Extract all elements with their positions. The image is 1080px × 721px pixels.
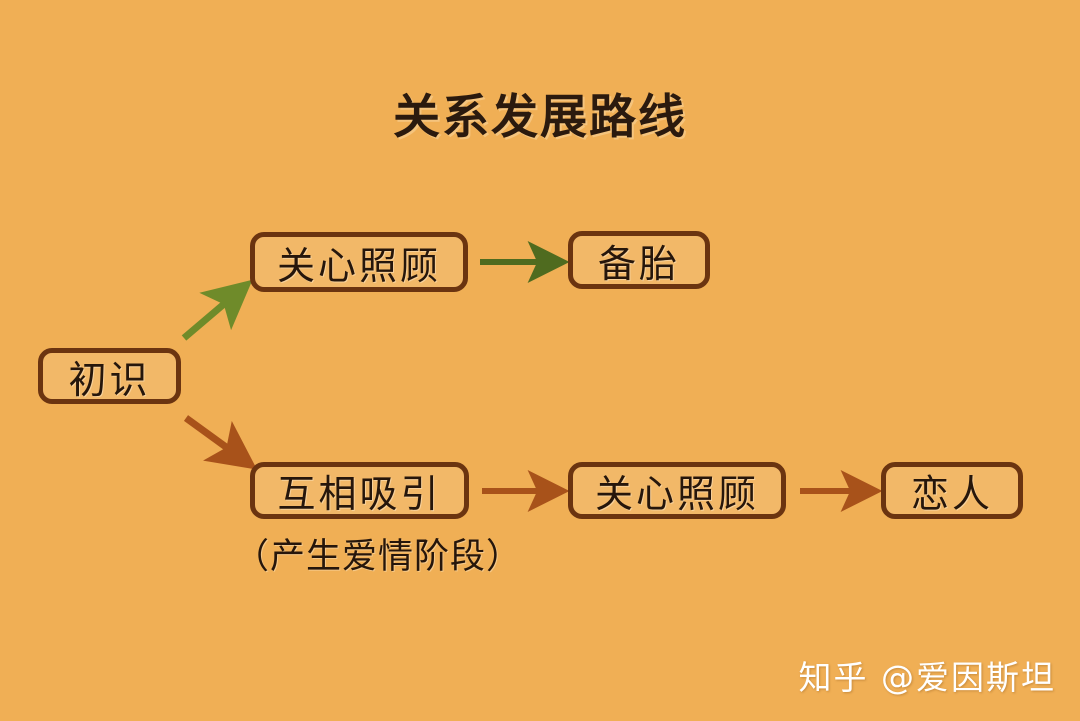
watermark: 知乎 @爱因斯坦 xyxy=(798,658,1056,697)
node-beitai[interactable]: 备胎 xyxy=(568,231,710,289)
arrow-chushi-to-care-top xyxy=(181,279,253,341)
node-chushi[interactable]: 初识 xyxy=(38,348,181,404)
node-attract[interactable]: 互相吸引 xyxy=(250,462,469,519)
attract-caption: （产生爱情阶段） xyxy=(233,537,522,577)
arrow-chushi-to-attract xyxy=(183,415,258,470)
node-care-top[interactable]: 关心照顾 xyxy=(250,232,468,292)
page-title: 关系发展路线 xyxy=(393,90,687,145)
node-lover[interactable]: 恋人 xyxy=(881,462,1023,519)
node-care-bottom[interactable]: 关心照顾 xyxy=(568,462,786,519)
